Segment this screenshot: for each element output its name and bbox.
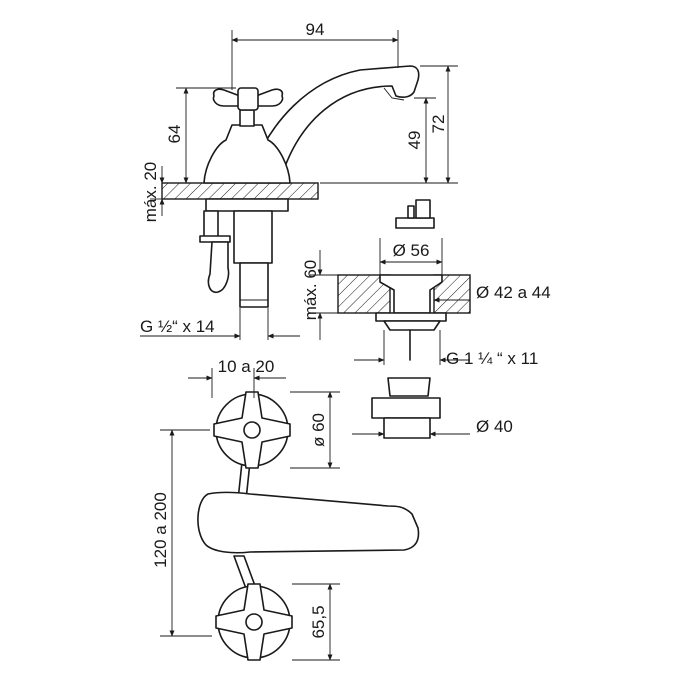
dim-72-label: 72 bbox=[429, 115, 448, 134]
tailpiece-nut bbox=[387, 377, 431, 397]
handle-arm-right bbox=[255, 88, 284, 107]
drain-washer bbox=[383, 320, 441, 331]
valve-body bbox=[203, 124, 291, 184]
valve-stem bbox=[239, 109, 255, 127]
dim-diameter-56-label: Ø 56 bbox=[393, 241, 430, 260]
dim-spacing-10-20-label: 10 a 20 bbox=[218, 357, 275, 376]
spout-top-view bbox=[197, 491, 420, 554]
shank-upper bbox=[233, 210, 273, 264]
spout-tip bbox=[383, 87, 405, 101]
faucet-side-view bbox=[161, 65, 420, 308]
lift-rod-clamp bbox=[199, 235, 231, 243]
top-view-dimensions: 10 a 20 ø 60 120 a 200 65,5 bbox=[151, 357, 340, 661]
lift-rod-guide bbox=[203, 210, 219, 240]
drain-dimensions: Ø 56 máx. 60 Ø 42 a 44 G 1 ¼ “ x 11 Ø 40 bbox=[301, 238, 551, 437]
mounting-nut bbox=[205, 198, 289, 212]
dim-diameter-42-44-label: Ø 42 a 44 bbox=[476, 283, 551, 302]
handle-cap-lower bbox=[245, 613, 263, 631]
dim-94-label: 94 bbox=[306, 20, 325, 39]
drain-plug-cap bbox=[395, 217, 435, 229]
dim-spacing-120-200-label: 120 a 200 bbox=[151, 492, 170, 568]
dim-diameter-60-label: ø 60 bbox=[309, 413, 328, 447]
drain-plug-knob bbox=[415, 199, 431, 219]
dim-thread-half-label: G ½“ x 14 bbox=[140, 317, 215, 336]
dim-max-60-label: máx. 60 bbox=[301, 260, 320, 320]
countertop-section bbox=[161, 182, 319, 200]
dim-height-65-5-label: 65,5 bbox=[309, 605, 328, 638]
dim-64-label: 64 bbox=[165, 125, 184, 144]
drain-section-view bbox=[337, 199, 471, 439]
drain-plug-stem bbox=[407, 205, 415, 219]
spout bbox=[249, 65, 420, 176]
handle-arm-left bbox=[212, 88, 241, 107]
drain-locknut bbox=[375, 312, 447, 322]
tailpiece-collar bbox=[371, 397, 441, 419]
faucet-top-view bbox=[197, 391, 420, 661]
tailpiece-pipe bbox=[383, 417, 431, 439]
dim-diameter-40-label: Ø 40 bbox=[476, 417, 513, 436]
handle-hub bbox=[237, 87, 259, 111]
handle-cap-upper bbox=[243, 421, 261, 439]
dim-thread-1-quarter-label: G 1 ¼ “ x 11 bbox=[446, 349, 538, 368]
dim-49-label: 49 bbox=[405, 131, 424, 150]
side-view-dimensions: 94 72 49 64 máx. 20 G ½“ x 14 bbox=[140, 20, 458, 340]
dim-max-20-label: máx. 20 bbox=[141, 162, 160, 222]
lift-rod-lever bbox=[207, 241, 230, 294]
